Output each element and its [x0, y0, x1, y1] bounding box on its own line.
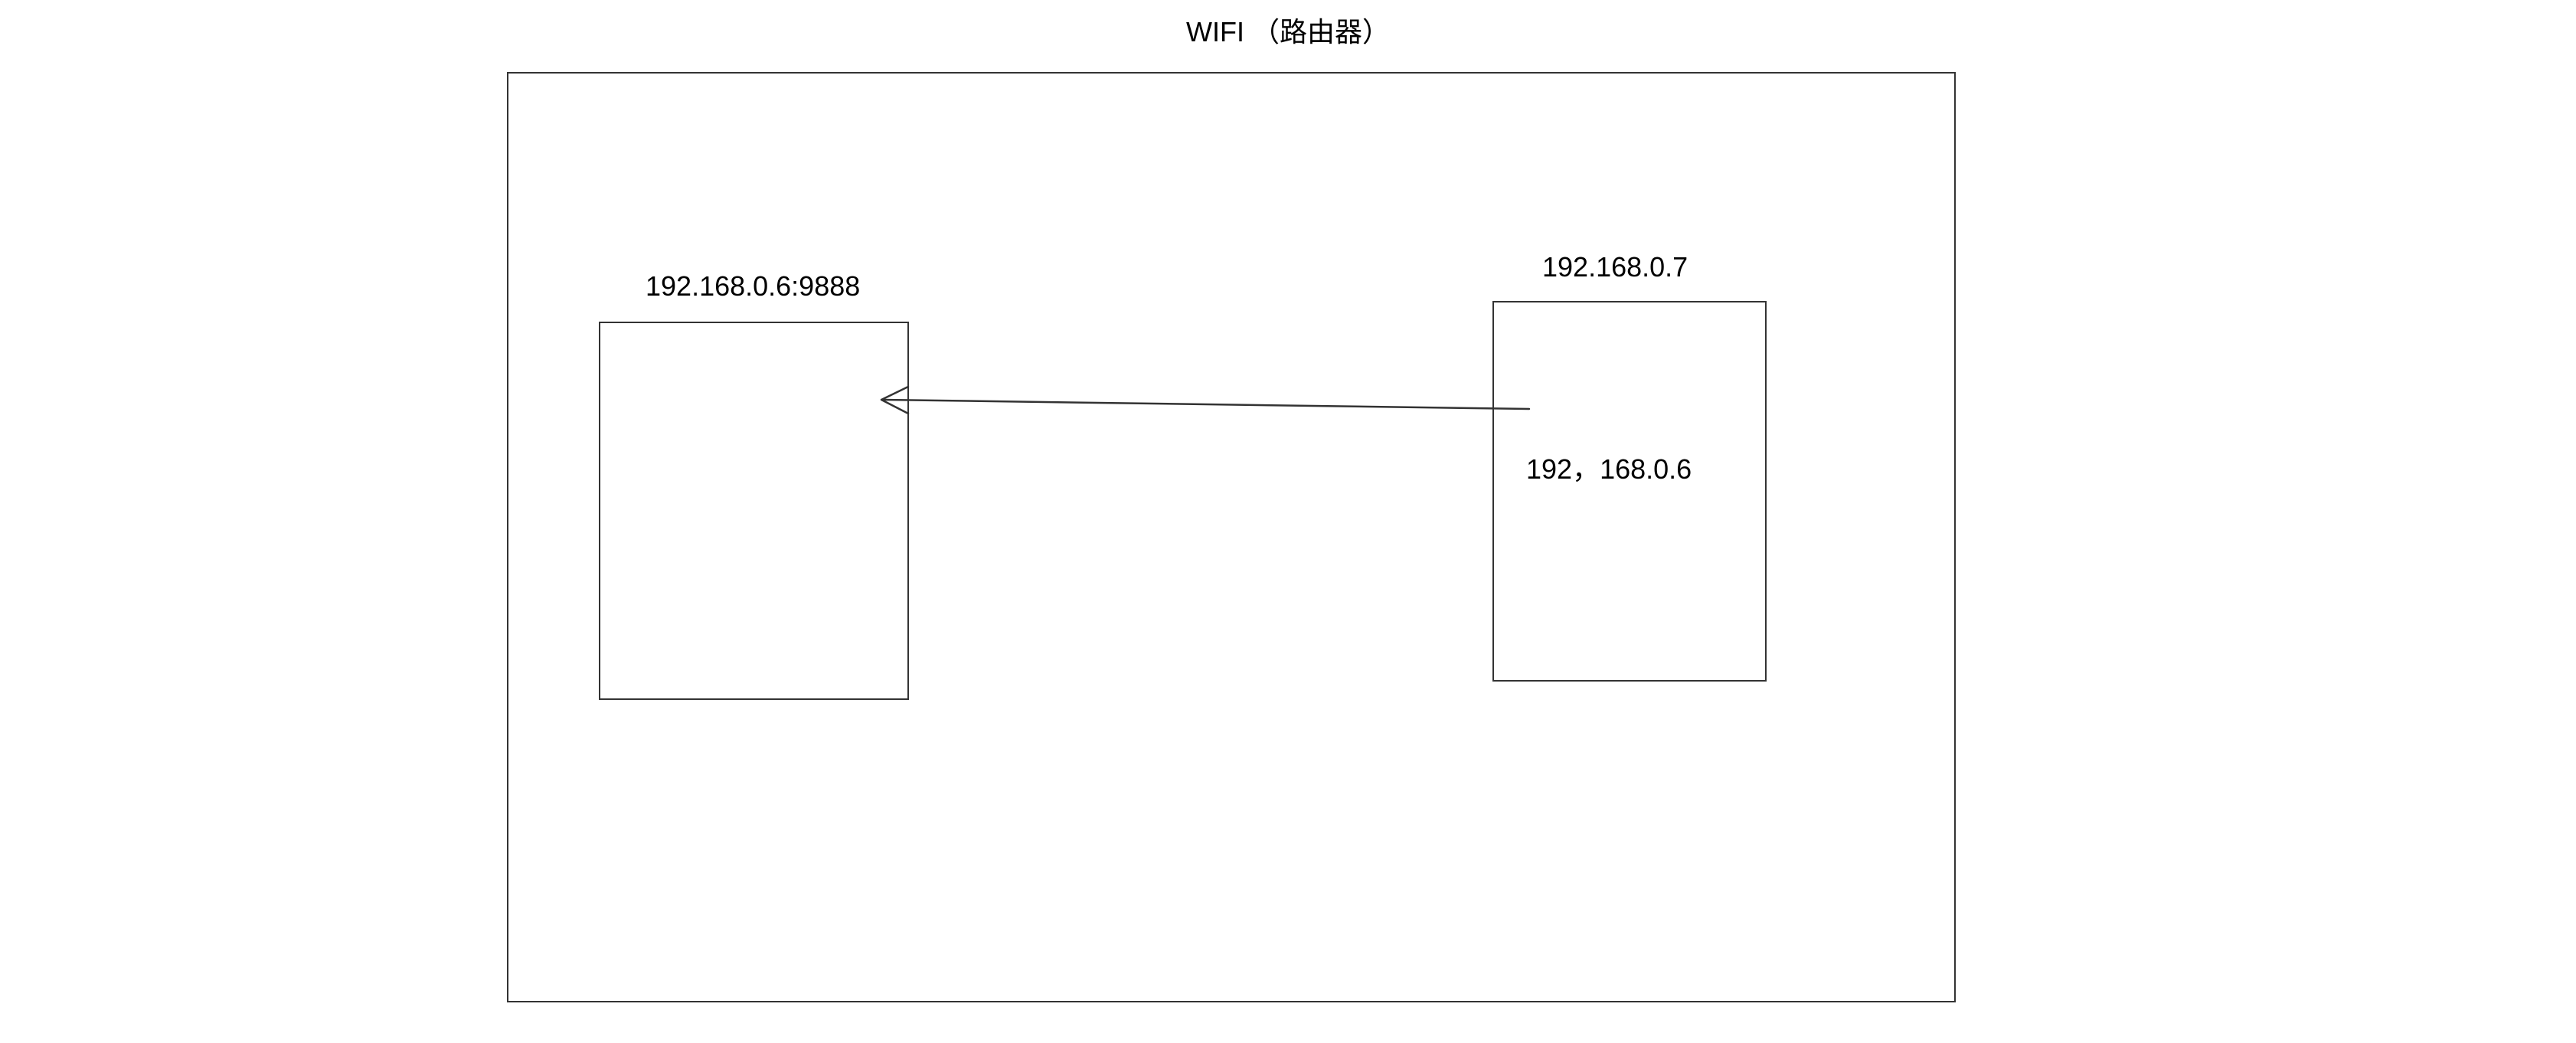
left-node-box	[599, 322, 909, 700]
right-node-inner-text: 192，168.0.6	[1526, 453, 1692, 485]
right-node-label: 192.168.0.7	[1542, 251, 1688, 283]
left-node-label: 192.168.0.6:9888	[646, 270, 861, 302]
wifi-network-boundary-box	[507, 72, 1956, 1002]
diagram-title: WIFI （路由器）	[1186, 16, 1390, 47]
right-node-box: 192，168.0.6	[1492, 301, 1767, 682]
